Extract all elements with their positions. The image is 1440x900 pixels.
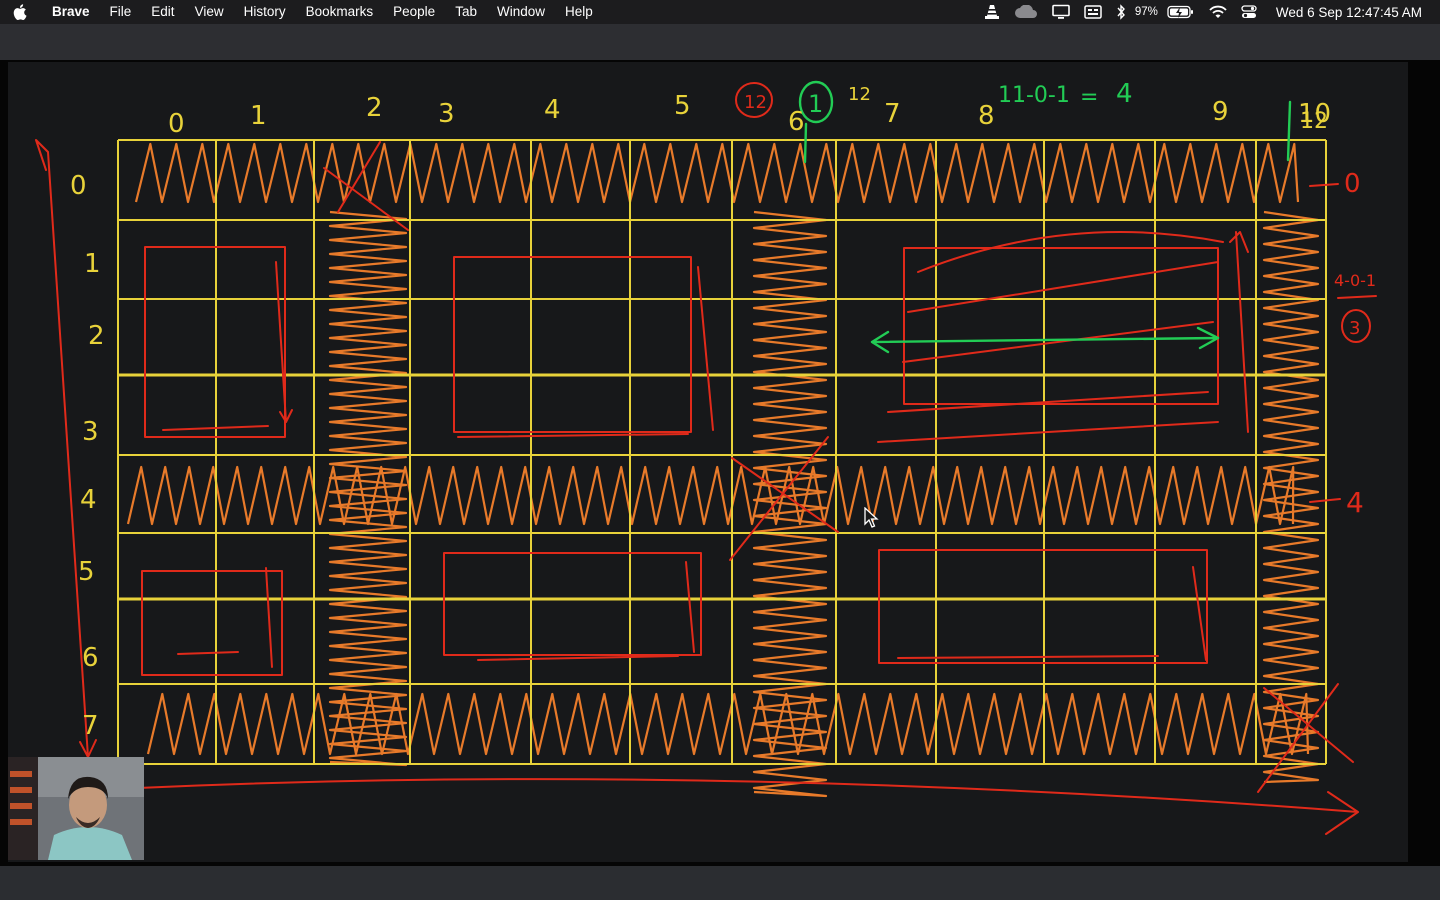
red-rect-5	[443, 552, 702, 656]
green-tick-1	[803, 122, 808, 164]
browser-toolbar-strip	[0, 24, 1440, 60]
red-cross-7-12	[1257, 683, 1354, 793]
menubar-clock[interactable]: Wed 6 Sep 12:47:45 AM	[1275, 4, 1422, 20]
green-annotation-layer	[798, 80, 1292, 354]
annotation-formula-eq: =	[1080, 85, 1098, 110]
browser-bottom-strip	[0, 866, 1440, 900]
red-row-axis-arrow	[35, 139, 97, 758]
annotation-right-zero: 0	[1344, 169, 1361, 199]
col-label-0: 0	[168, 109, 185, 139]
red-col-axis-arrow	[137, 778, 1359, 835]
apple-icon[interactable]	[0, 4, 40, 20]
menu-view[interactable]: View	[194, 4, 224, 19]
wifi-icon[interactable]	[1209, 5, 1227, 19]
presenter-webcam	[8, 757, 144, 860]
display-icon[interactable]	[1052, 4, 1070, 20]
calendar-card-icon[interactable]	[1084, 5, 1102, 19]
menu-bar: Brave File Edit View History Bookmarks P…	[0, 0, 1440, 24]
menu-people[interactable]: People	[393, 4, 436, 19]
col-label-2: 2	[366, 93, 383, 123]
col-label-4: 4	[544, 95, 561, 125]
row-label-5: 5	[78, 557, 95, 587]
menu-history[interactable]: History	[243, 4, 286, 19]
col-label-10: 10	[1298, 99, 1331, 129]
annotation-formula-top: 11-0-1	[998, 83, 1070, 108]
red-arrows-1	[162, 261, 293, 431]
red-rect-1	[144, 246, 286, 438]
hatch-col-6	[752, 210, 828, 798]
menu-tab[interactable]: Tab	[455, 4, 477, 19]
red-annotation-layer	[35, 82, 1377, 835]
cloud-icon[interactable]	[1014, 5, 1038, 19]
row-label-3: 3	[82, 417, 99, 447]
annotation-sup-12: 12	[848, 84, 871, 105]
red-rect-6	[878, 549, 1208, 664]
menu-edit[interactable]: Edit	[151, 4, 175, 19]
col-label-8: 8	[978, 101, 995, 131]
annotation-formula-result: 4	[1116, 79, 1133, 109]
hatch-row-0	[134, 142, 1300, 204]
annotation-circled-12: 12	[744, 92, 767, 113]
menu-help[interactable]: Help	[564, 4, 593, 19]
grid-layer	[117, 139, 1327, 765]
row-label-2: 2	[88, 321, 105, 351]
red-arrows-5	[477, 561, 695, 661]
green-tick-12	[1286, 100, 1292, 162]
menu-file[interactable]: File	[109, 4, 132, 19]
red-rect-4	[141, 570, 283, 676]
red-underline-formula	[1337, 295, 1377, 299]
red-cross-4-6	[729, 436, 839, 561]
row-label-6: 6	[82, 643, 99, 673]
red-arrows-6	[897, 566, 1207, 661]
green-circle-1	[798, 80, 834, 124]
red-rect-2	[453, 256, 692, 433]
annotation-circled-3: 3	[1349, 318, 1360, 339]
menu-bookmarks[interactable]: Bookmarks	[305, 4, 374, 19]
battery-percent: 97%	[1134, 6, 1158, 18]
hatch-col-12	[1262, 210, 1320, 784]
app-menu-brave[interactable]: Brave	[52, 4, 90, 19]
red-side-arrows	[1309, 183, 1341, 503]
hatch-col-2	[328, 210, 408, 767]
red-scribble-3	[877, 231, 1249, 443]
hatch-row-7	[146, 692, 1310, 756]
battery-icon[interactable]	[1167, 5, 1195, 19]
red-cross-0-2	[323, 141, 409, 231]
hatch-row-4	[126, 465, 1295, 526]
col-label-7: 7	[884, 99, 901, 129]
menu-window[interactable]: Window	[496, 4, 545, 19]
mouse-cursor-icon	[864, 507, 879, 528]
red-rect-3	[903, 247, 1219, 405]
col-label-12: 12	[1300, 109, 1328, 134]
red-arrows-2	[457, 266, 714, 438]
hatch-layer	[126, 142, 1320, 798]
vlc-cone-icon[interactable]	[984, 4, 1000, 20]
row-label-7: 7	[82, 711, 99, 741]
red-circle-3	[1341, 309, 1371, 343]
annotation-right-formula: 4-0-1	[1334, 271, 1376, 290]
red-arrows-4	[177, 567, 273, 668]
control-center-icon[interactable]	[1241, 5, 1257, 19]
row-label-1: 1	[84, 249, 101, 279]
row-label-0: 0	[70, 171, 87, 201]
red-circle-12	[735, 82, 773, 118]
col-label-5: 5	[674, 91, 691, 121]
row-label-4: 4	[80, 485, 97, 515]
col-label-3: 3	[438, 99, 455, 129]
col-label-9: 9	[1212, 97, 1229, 127]
green-double-arrow	[870, 326, 1220, 354]
annotation-circled-1: 1	[808, 90, 823, 118]
col-label-1: 1	[250, 101, 267, 131]
bluetooth-icon[interactable]	[1116, 4, 1126, 20]
annotation-right-four: 4	[1346, 486, 1364, 519]
col-label-6: 6	[788, 107, 805, 137]
